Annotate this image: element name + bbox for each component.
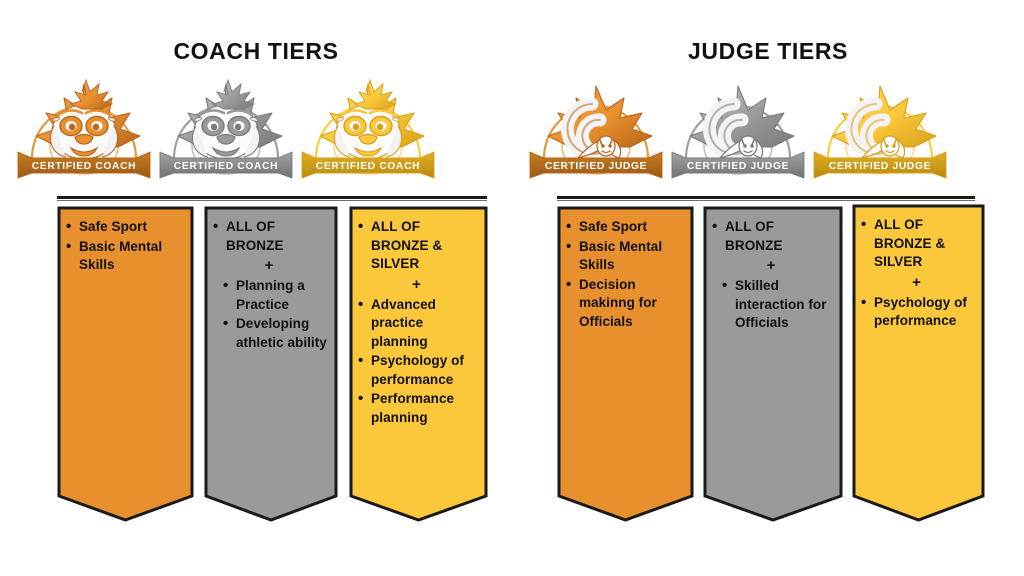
tier-item: Psychology of performance <box>355 351 478 389</box>
coach-tiers-section: COACH TIERS <box>0 0 512 576</box>
tier-panel-content: ALL OF BRONZE & SILVER+ Advanced practice… <box>349 206 488 427</box>
tier-item: Safe Sport <box>563 217 684 237</box>
tier-item: ALL OF BRONZE & SILVER <box>858 215 975 272</box>
tier-item-list: Safe SportBasic Mental SkillsDecision ma… <box>563 217 684 332</box>
judge-badge-row: CERTIFIED JUDGE <box>512 72 1024 192</box>
badge-silver[interactable]: CERTIFIED COACH <box>152 72 300 192</box>
tier-plus-separator: + <box>766 257 776 274</box>
tier-panel-gold[interactable]: ALL OF BRONZE & SILVER+ Advanced practice… <box>349 206 488 522</box>
tier-panel-content: Safe SportBasic Mental Skills <box>57 206 194 275</box>
tier-item: Decision makinng for Officials <box>563 275 684 332</box>
judge-section-title: JUDGE TIERS <box>688 38 848 64</box>
judge-divider-rule <box>557 196 975 202</box>
panel-bronze-shape <box>57 206 194 522</box>
tier-item-list: ALL OF BRONZE & SILVER+ Advanced practice… <box>355 217 478 427</box>
tier-panel-bronze[interactable]: Safe SportBasic Mental SkillsDecision ma… <box>557 206 694 522</box>
tier-item: Developing athletic ability <box>210 314 328 352</box>
tier-panel-content: ALL OF BRONZE & SILVER+ Psychology of per… <box>852 204 985 331</box>
tier-panel-content: ALL OF BRONZE + Skilled interaction for Of… <box>703 206 843 333</box>
tier-plus-separator: + <box>264 257 274 274</box>
tier-item: ALL OF BRONZE <box>709 217 833 255</box>
badge-ribbon-label: CERTIFIED JUDGE <box>687 161 789 172</box>
badge-ribbon-label: CERTIFIED COACH <box>32 161 136 172</box>
tier-item: Safe Sport <box>63 217 184 237</box>
tier-panel-content: Safe SportBasic Mental SkillsDecision ma… <box>557 206 694 331</box>
badge-gold[interactable]: CERTIFIED JUDGE <box>806 72 954 192</box>
divider-thick-line <box>557 196 975 199</box>
tier-plus-separator: + <box>412 275 421 293</box>
badge-gold-graphic: CERTIFIED JUDGE <box>813 85 947 179</box>
tier-item: Basic Mental Skills <box>63 237 184 275</box>
badge-silver[interactable]: CERTIFIED JUDGE <box>664 72 812 192</box>
badge-gold-graphic: CERTIFIED COACH <box>301 78 435 179</box>
tier-item: Performance planning <box>355 389 478 427</box>
tier-item-list: Safe SportBasic Mental Skills <box>63 217 184 275</box>
badge-ribbon-label: CERTIFIED JUDGE <box>545 161 647 172</box>
badge-bronze[interactable]: CERTIFIED COACH <box>10 72 158 192</box>
tier-item: Basic Mental Skills <box>563 237 684 275</box>
badge-gold[interactable]: CERTIFIED COACH <box>294 72 442 192</box>
tier-item: Planning a Practice <box>210 276 328 314</box>
tier-panel-silver[interactable]: ALL OF BRONZE + Planning a PracticeDevelop… <box>204 206 338 522</box>
badge-silver-graphic: CERTIFIED JUDGE <box>671 85 805 179</box>
panel-gold-shape <box>852 204 985 522</box>
tier-plus-separator: + <box>912 273 921 291</box>
divider-thick-line <box>57 196 487 199</box>
judge-tiers-section: JUDGE TIERS <box>512 0 1024 576</box>
badge-bronze-graphic: CERTIFIED COACH <box>17 78 151 179</box>
tier-item: Psychology of performance <box>858 293 975 331</box>
divider-thin-line <box>557 200 975 201</box>
badge-ribbon-label: CERTIFIED COACH <box>316 161 420 172</box>
tier-panel-silver[interactable]: ALL OF BRONZE + Skilled interaction for Of… <box>703 206 843 522</box>
coach-section-title: COACH TIERS <box>173 38 339 64</box>
tier-item: Advanced practice planning <box>355 295 478 352</box>
coach-badge-row: CERTIFIED COACH <box>0 72 512 192</box>
badge-bronze-graphic: CERTIFIED JUDGE <box>529 85 663 179</box>
tier-panel-gold[interactable]: ALL OF BRONZE & SILVER+ Psychology of per… <box>852 204 985 522</box>
tier-item: ALL OF BRONZE <box>210 217 328 255</box>
tier-item-list: ALL OF BRONZE + Skilled interaction for Of… <box>709 217 833 333</box>
badge-silver-graphic: CERTIFIED COACH <box>159 78 293 179</box>
badge-bronze[interactable]: CERTIFIED JUDGE <box>522 72 670 192</box>
coach-divider-rule <box>57 196 487 202</box>
tier-item: Skilled interaction for Officials <box>709 276 833 333</box>
tier-panel-bronze[interactable]: Safe SportBasic Mental Skills <box>57 206 194 522</box>
tier-item-list: ALL OF BRONZE + Planning a PracticeDevelop… <box>210 217 328 352</box>
tier-panel-content: ALL OF BRONZE + Planning a PracticeDevelop… <box>204 206 338 352</box>
divider-thin-line <box>57 200 487 201</box>
badge-ribbon-label: CERTIFIED JUDGE <box>829 161 931 172</box>
badge-ribbon-label: CERTIFIED COACH <box>174 161 278 172</box>
tier-item-list: ALL OF BRONZE & SILVER+ Psychology of per… <box>858 215 975 331</box>
tier-item: ALL OF BRONZE & SILVER <box>355 217 478 274</box>
